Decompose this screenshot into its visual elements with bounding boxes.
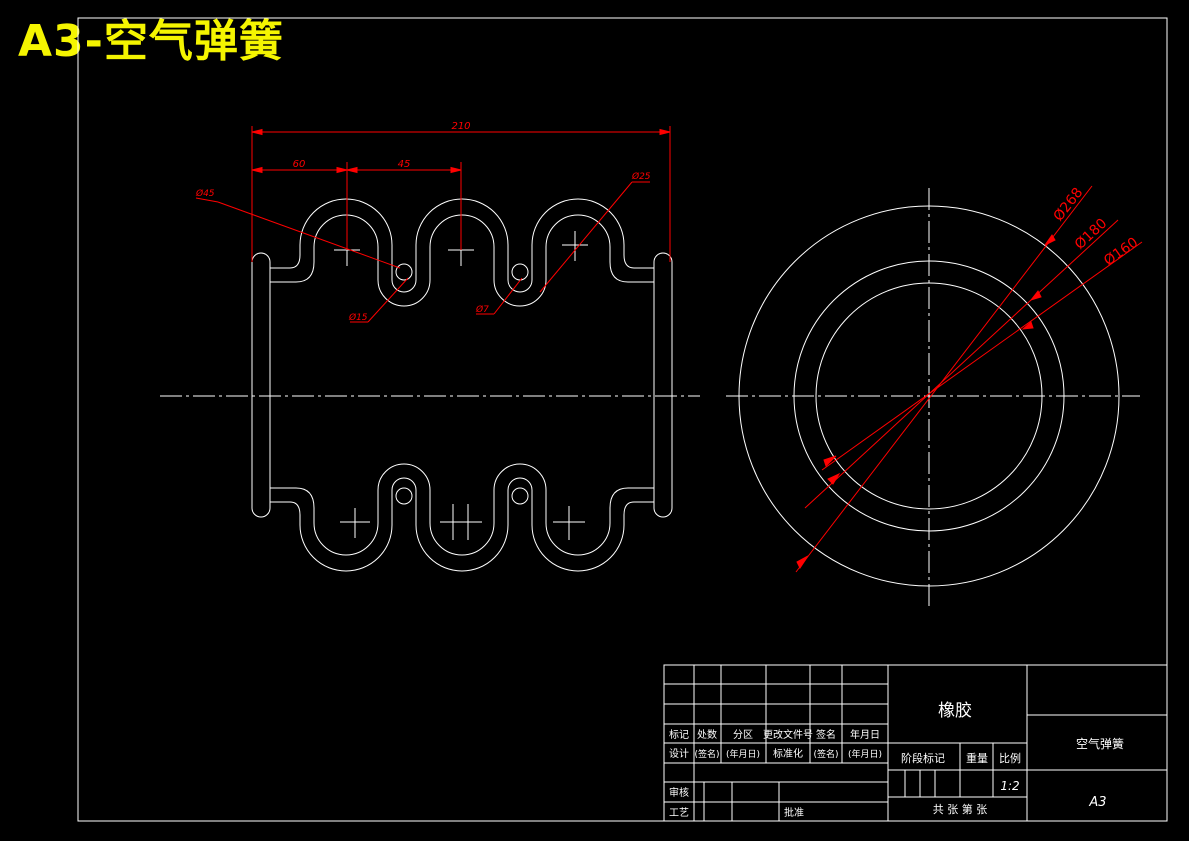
valley-circle-bottom-left xyxy=(395,487,413,505)
center-marks xyxy=(334,231,588,540)
scale-value: 1:2 xyxy=(1000,779,1019,793)
dim-d268: Ø268 xyxy=(1051,185,1087,225)
valley-circle-top-right xyxy=(511,263,529,281)
stage-mark-label: 阶段标记 xyxy=(901,751,945,765)
title-block-text: 橡胶 空气弹簧 1:2 A3 共 张 第 张 阶段标记 重量 比例 标记 处数 … xyxy=(669,701,1124,819)
row-process: 工艺 xyxy=(669,807,689,819)
hdr-zone: 分区 xyxy=(733,729,753,741)
ratio-label: 比例 xyxy=(999,751,1021,765)
dim-d45: Ø45 xyxy=(195,188,215,199)
dim-pitch: 45 xyxy=(398,159,411,170)
dim-d160: Ø160 xyxy=(1101,235,1141,270)
circle-middle xyxy=(793,260,1065,532)
top-profile-inner xyxy=(270,214,654,307)
bottom-profile-inner xyxy=(270,477,654,572)
title-block xyxy=(663,664,1168,822)
front-view xyxy=(160,198,700,572)
weight-label: 重量 xyxy=(966,751,988,765)
dim-overall: 210 xyxy=(451,121,470,132)
row-approve: 批准 xyxy=(784,806,804,819)
row-review: 审核 xyxy=(669,786,689,799)
dim-pitch-first: 60 xyxy=(293,159,306,170)
left-end-plate xyxy=(251,252,271,518)
drawing-heading: A3-空气弹簧 xyxy=(18,16,284,67)
dim-d15: Ø15 xyxy=(348,312,368,323)
dim-d180: Ø180 xyxy=(1072,215,1111,252)
valley-circle-top-left xyxy=(395,263,413,281)
row-std-date: (年月日) xyxy=(848,748,882,760)
bottom-profile-outer xyxy=(270,463,654,556)
valley-circle-bottom-right xyxy=(511,487,529,505)
sheet-size-label: A3 xyxy=(1088,795,1106,810)
part-name-label: 空气弹簧 xyxy=(1076,736,1124,751)
row-design: 设计 xyxy=(669,747,689,760)
side-dimensions: Ø268 Ø180 Ø160 xyxy=(795,185,1143,573)
sheet-count-label: 共 张 第 张 xyxy=(933,802,988,816)
front-dimensions: 210 60 45 Ø45 Ø25 Ø15 Ø7 xyxy=(195,121,671,323)
hdr-count: 处数 xyxy=(697,728,717,741)
side-view xyxy=(726,188,1140,610)
hdr-date: 年月日 xyxy=(850,728,880,741)
material-label: 橡胶 xyxy=(938,701,972,721)
right-end-plate xyxy=(653,252,673,518)
hdr-change-doc: 更改文件号 xyxy=(763,728,813,741)
circle-outer xyxy=(738,205,1120,587)
top-profile-outer xyxy=(270,198,654,293)
dim-d7: Ø7 xyxy=(475,304,489,315)
hdr-mark: 标记 xyxy=(669,729,689,741)
circle-inner xyxy=(815,282,1043,510)
hdr-signature: 签名 xyxy=(816,728,836,741)
row-standardization: 标准化 xyxy=(773,747,803,760)
row-std-sign: (签名) xyxy=(813,748,838,760)
dim-d25: Ø25 xyxy=(631,171,651,182)
drawing-frame xyxy=(77,17,1168,822)
row-design-sign: (签名) xyxy=(694,748,719,760)
row-design-date: (年月日) xyxy=(726,748,760,760)
